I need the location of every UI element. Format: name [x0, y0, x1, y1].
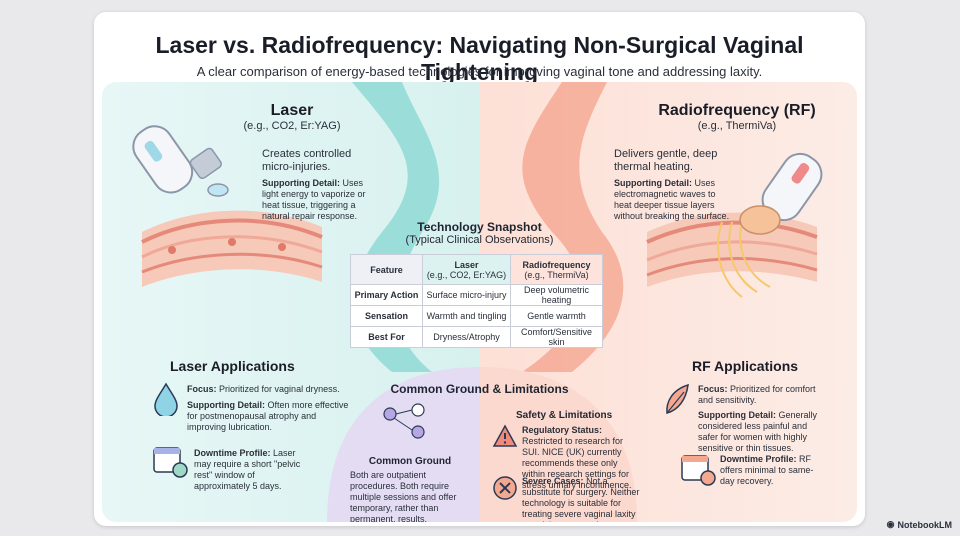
- infographic-card: Laser vs. Radiofrequency: Navigating Non…: [94, 12, 865, 526]
- rf-device-illustration: [739, 152, 823, 235]
- rf-examples: (e.g., ThermiVa): [697, 120, 777, 132]
- rf-lead: Delivers gentle, deep thermal heating.: [614, 148, 718, 173]
- snapshot-header: Technology Snapshot (Typical Clinical Ob…: [357, 220, 602, 246]
- rf-title: Radiofrequency (RF): [658, 102, 816, 119]
- rf-detail-label: Supporting Detail:: [614, 178, 692, 188]
- table-row: Primary Action Surface micro-injury Deep…: [350, 284, 603, 306]
- snapshot-subtitle: (Typical Clinical Observations): [405, 234, 554, 246]
- severe-cases: Severe Cases: Not a substitute for surge…: [522, 476, 640, 522]
- rf-description: Delivers gentle, deep thermal heating. S…: [614, 148, 734, 222]
- safety-title: Safety & Limitations: [516, 410, 613, 421]
- common-ground-text: Both are outpatient procedures. Both req…: [350, 470, 457, 522]
- laser-lead: Creates controlled micro-injuries.: [262, 148, 352, 173]
- laser-device-illustration: [132, 125, 229, 197]
- rf-apps-detail: Supporting Detail: Generally considered …: [698, 410, 818, 453]
- feather-icon: [666, 383, 689, 414]
- header-feature: Feature: [350, 254, 423, 285]
- water-drop-icon: [154, 382, 178, 416]
- brand-name: NotebookLM: [897, 519, 953, 530]
- notebooklm-logo: ◉ NotebookLM: [887, 519, 952, 530]
- laser-apps-downtime: Downtime Profile: Laser may require a sh…: [194, 448, 301, 491]
- rf-apps-downtime: Downtime Profile: RF offers minimal to s…: [720, 454, 814, 486]
- snapshot-table-wrap: Feature Laser(e.g., CO2, Er:YAG) Radiofr…: [350, 254, 603, 348]
- rf-apps-focus: Focus: Prioritized for comfort and sensi…: [698, 384, 816, 405]
- comparison-panel: Laser (e.g., CO2, Er:YAG) Creates contro…: [102, 82, 857, 522]
- header-rf: Radiofrequency(e.g., ThermiVa): [510, 254, 603, 285]
- page-subtitle: A clear comparison of energy-based techn…: [196, 64, 763, 79]
- rf-apps-title: RF Applications: [692, 358, 799, 374]
- laser-detail-label: Supporting Detail:: [262, 178, 340, 188]
- table-header-row: Feature Laser(e.g., CO2, Er:YAG) Radiofr…: [350, 254, 603, 285]
- laser-header: Laser (e.g., CO2, Er:YAG): [232, 102, 352, 133]
- calendar-clock-icon: [153, 447, 188, 478]
- laser-apps-focus: Focus: Prioritized for vaginal dryness.: [187, 384, 340, 394]
- rf-header: Radiofrequency (RF) (e.g., ThermiVa): [647, 102, 827, 133]
- laser-detail-text: Uses light energy to vaporize or heat ti…: [262, 178, 366, 221]
- header-laser: Laser(e.g., CO2, Er:YAG): [422, 254, 511, 285]
- laser-title: Laser: [270, 102, 314, 119]
- table-row: Sensation Warmth and tingling Gentle war…: [350, 305, 603, 327]
- people-network-icon: [383, 403, 425, 439]
- table-row: Best For Dryness/Atrophy Comfort/Sensiti…: [350, 326, 603, 348]
- common-ground-title: Common Ground: [368, 456, 452, 467]
- snapshot-title: Technology Snapshot: [417, 220, 542, 234]
- rf-detail-text: Uses electromagnetic waves to heat deepe…: [614, 178, 730, 221]
- cross-circle-icon: [493, 476, 517, 500]
- warning-icon: [492, 424, 518, 447]
- laser-examples: (e.g., CO2, Er:YAG): [243, 120, 341, 132]
- calendar-check-icon: [681, 455, 716, 486]
- notebooklm-icon: ◉: [886, 519, 895, 529]
- page-title: Laser vs. Radiofrequency: Navigating Non…: [155, 32, 804, 85]
- common-title: Common Ground & Limitations: [390, 382, 569, 396]
- snapshot-table: Feature Laser(e.g., CO2, Er:YAG) Radiofr…: [350, 254, 603, 348]
- laser-apps-title: Laser Applications: [170, 358, 295, 374]
- laser-apps-detail: Supporting Detail: Often more effective …: [187, 400, 349, 432]
- regulatory-status: Regulatory Status: Restricted to researc…: [522, 425, 632, 490]
- laser-description: Creates controlled micro-injuries. Suppo…: [262, 148, 372, 222]
